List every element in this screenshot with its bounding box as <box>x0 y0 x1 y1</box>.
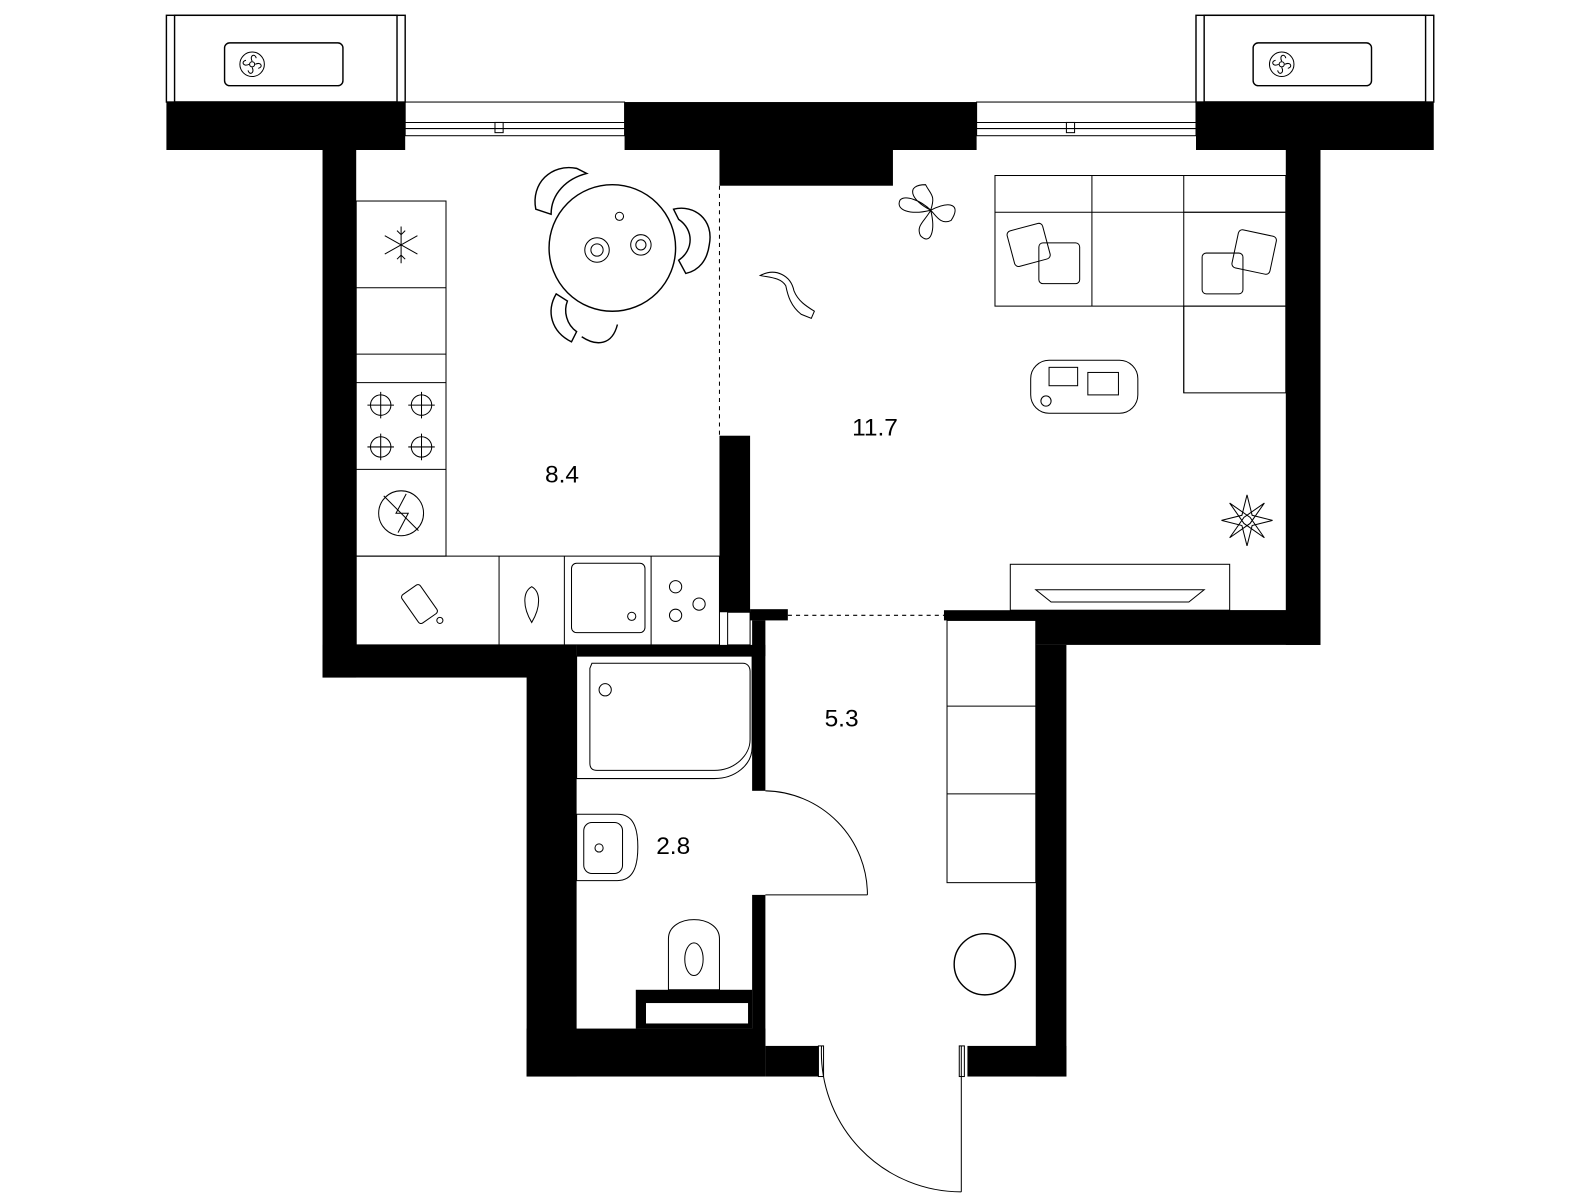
entrance-door <box>817 1045 965 1193</box>
living-room-area-label: 11.7 <box>852 415 898 442</box>
window-living <box>976 101 1197 137</box>
kitchen-area-label: 8.4 <box>545 462 579 489</box>
cutting-board-icon <box>401 584 444 625</box>
hob-small-icon <box>668 580 706 622</box>
wardrobe <box>946 619 1037 884</box>
bathroom-door <box>765 790 868 896</box>
plant-star-icon <box>1221 494 1273 547</box>
sofa <box>994 175 1287 394</box>
sink-icon <box>571 562 646 634</box>
cat-icon <box>758 271 816 320</box>
ottoman <box>953 932 1017 996</box>
washbasin <box>576 813 639 882</box>
tv-stand <box>1009 563 1231 611</box>
stove-icon <box>367 391 435 461</box>
oven-icon <box>378 490 425 537</box>
bathroom-area-label: 2.8 <box>656 833 690 860</box>
balcony-right <box>1195 14 1435 103</box>
walls <box>166 102 1434 1077</box>
snowflake-icon <box>384 226 418 264</box>
window-kitchen <box>404 101 626 137</box>
fan-icon <box>239 51 265 78</box>
plant-icon <box>898 184 956 240</box>
kitchen-counter <box>355 200 720 646</box>
hallway-area-label: 5.3 <box>825 706 859 733</box>
balcony-left <box>165 14 406 103</box>
bathtub <box>576 655 753 780</box>
drop-icon <box>524 586 540 624</box>
fan-icon <box>1268 51 1295 78</box>
dining-table <box>534 166 711 344</box>
toilet <box>667 919 720 991</box>
coffee-table <box>1030 359 1139 414</box>
